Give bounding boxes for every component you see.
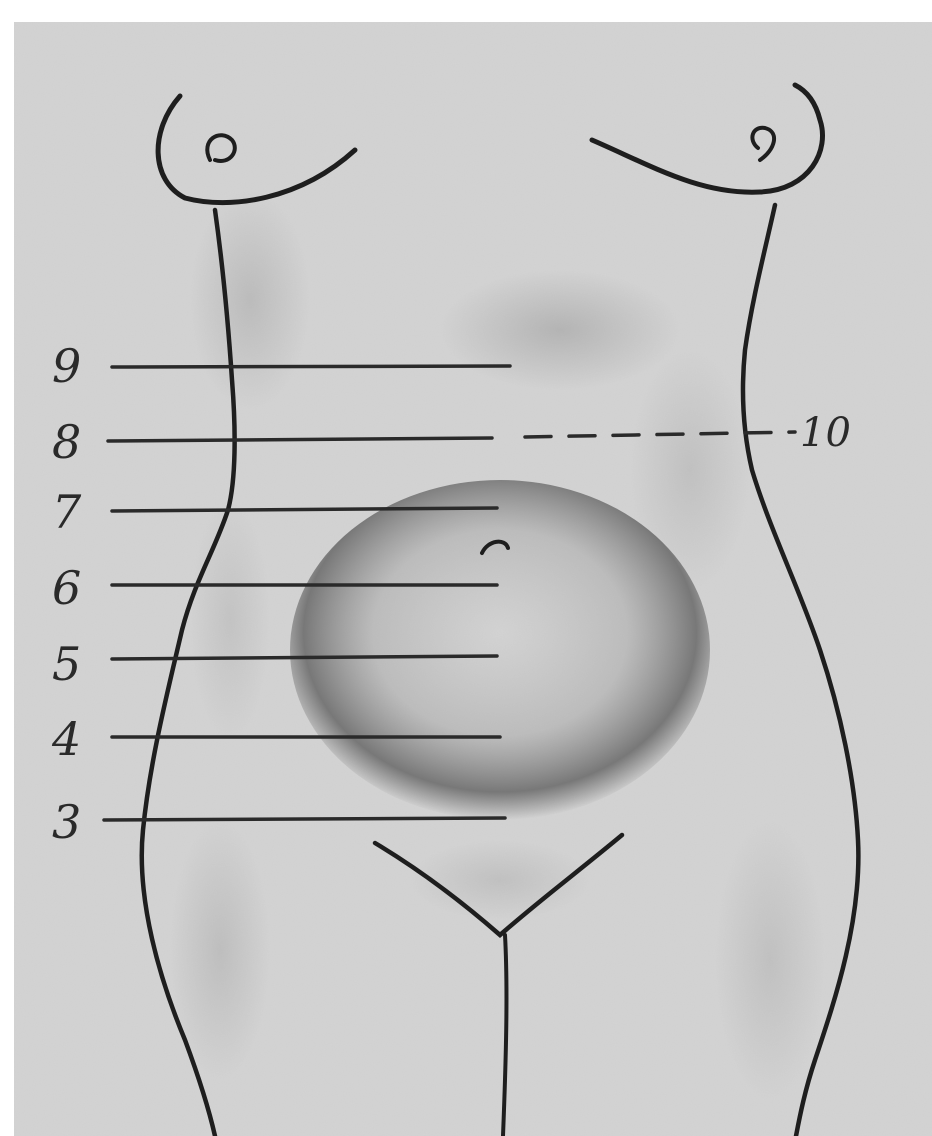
level-number-8: 8 — [52, 415, 81, 469]
level-number-10: 10 — [800, 410, 851, 456]
level-number-5: 5 — [52, 637, 81, 691]
level-line-9 — [112, 366, 510, 367]
level-number-3: 3 — [52, 795, 81, 849]
level-number-7: 7 — [52, 485, 82, 539]
level-line-3 — [104, 818, 505, 820]
level-number-9: 9 — [52, 339, 81, 393]
level-number-6: 6 — [52, 561, 81, 615]
level-number-4: 4 — [51, 712, 81, 766]
